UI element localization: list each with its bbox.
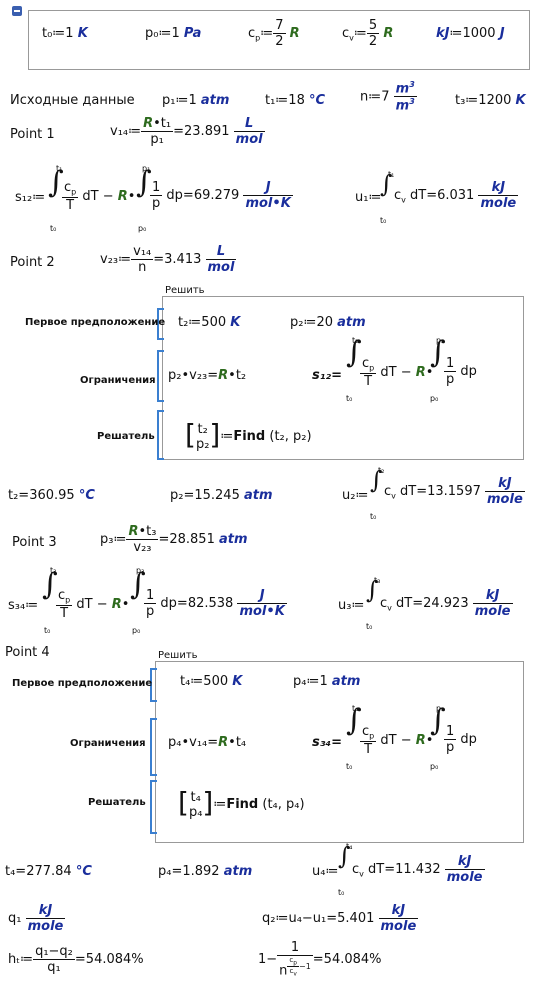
s12-definition: s₁₂≔ [15, 190, 46, 205]
u3-definition: u₃≔ [338, 598, 365, 613]
p4-result: p₄=1.892 atm [158, 864, 253, 879]
kj-definition: kJ≔1000 J [436, 26, 505, 41]
point2-label: Point 2 [10, 255, 55, 270]
s12-c-int: t₂∫t₀ [346, 335, 362, 403]
u4-definition: u₄≔ [312, 864, 339, 879]
s12-c-int2: p₂∫p₀ [430, 335, 446, 403]
bracket-solver-2 [150, 780, 157, 834]
s34-definition: s₃₄≔ [8, 598, 39, 613]
point4-label: Point 4 [5, 645, 50, 660]
t2-guess[interactable]: t₂≔500 K [178, 315, 241, 330]
u3-integral: t₃∫t₀ [366, 576, 381, 631]
p2-guess[interactable]: p₂≔20 atm [290, 315, 366, 330]
solve-block-2[interactable] [155, 661, 524, 843]
point3-label: Point 3 [12, 535, 57, 550]
collapse-icon[interactable] [12, 6, 22, 16]
p4-guess[interactable]: p₄≔1 atm [293, 674, 361, 689]
t3-definition: t₃≔1200 K [455, 93, 526, 108]
solve-block-title: Решить [165, 285, 205, 296]
constraint-eq-2[interactable]: p₄•v₁₄=R•t₄ [168, 735, 247, 750]
t1-definition: t₁≔18 °C [265, 93, 326, 108]
u1-definition: u₁≔ [355, 190, 382, 205]
constraints-label: Ограничения [80, 375, 156, 386]
s34-c-int: t₄∫t₀ [346, 703, 362, 771]
s34-c-int2: p₄∫p₀ [430, 703, 446, 771]
t4-guess[interactable]: t₄≔500 K [180, 674, 243, 689]
t4-result: t₄=277.84 °C [5, 864, 92, 879]
point1-label: Point 1 [10, 127, 55, 142]
constraint-s12[interactable]: s₁₂= [312, 368, 343, 383]
constraint-s34[interactable]: s₃₄= [312, 735, 343, 750]
bracket-solver [157, 410, 164, 460]
constants-region [28, 10, 530, 70]
t0-definition: t₀≔1 K [42, 26, 88, 41]
s34-integral2: p₃∫p₀ [130, 566, 146, 635]
p1-definition: p₁≔1 atm [162, 93, 230, 108]
constraints-label-2: Ограничения [70, 738, 146, 749]
constraint-eq[interactable]: p₂•v₂₃=R•t₂ [168, 368, 247, 383]
guess-label-2: Первое предположение [12, 678, 153, 689]
solve-block-1[interactable] [162, 296, 524, 460]
p0-definition: p₀≔1 Pa [145, 26, 202, 41]
u4-integral: t₄∫t₀ [338, 842, 353, 897]
bracket-guess [157, 308, 164, 340]
u1-integral: t₁∫t₀ [380, 170, 395, 225]
solver-label: Решатель [97, 431, 155, 442]
solver-label-2: Решатель [88, 797, 146, 808]
bracket-constraints [157, 350, 164, 402]
s12-integral: t₁∫t₀ [48, 164, 64, 233]
s12-integral2: p₁∫p₀ [136, 164, 152, 233]
init-label: Исходные данные [10, 93, 135, 108]
u2-definition: u₂≔ [342, 488, 369, 503]
u2-integral: t₂∫t₀ [370, 466, 385, 521]
p2-result: p₂=15.245 atm [170, 488, 273, 503]
t2-result: t₂=360.95 °C [8, 488, 95, 503]
bracket-constraints-2 [150, 718, 157, 776]
solve-block-title-2: Решить [158, 650, 198, 661]
bracket-guess-2 [150, 668, 157, 702]
guess-label: Первое предположение [25, 317, 166, 328]
s34-integral: t₃∫t₀ [42, 566, 58, 635]
